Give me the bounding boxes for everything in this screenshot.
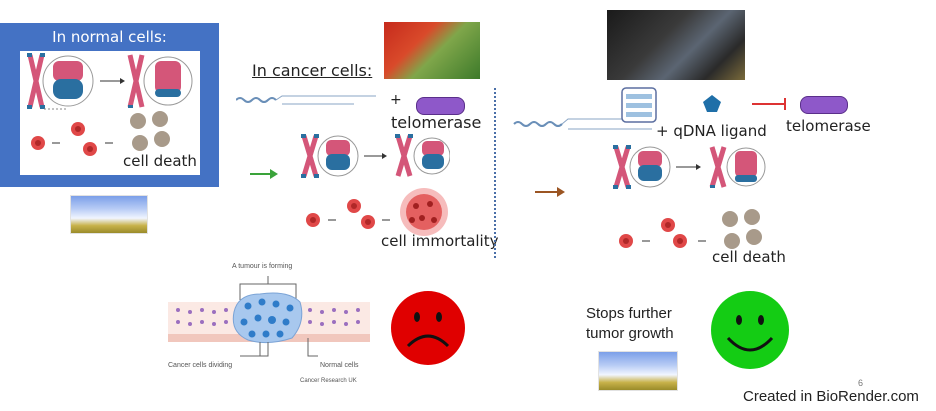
chromosome-icon: [27, 53, 45, 109]
cancer-cells-title: In cancer cells:: [252, 61, 373, 80]
happy-face-icon: [711, 291, 789, 369]
chromosome-icon: [127, 54, 145, 108]
page-number: 6: [858, 378, 864, 388]
dead-cells-icon: [722, 209, 762, 249]
tumour-mass-icon: [400, 188, 448, 236]
telomerase-label: telomerase: [391, 113, 482, 132]
dead-cells-icon: [130, 111, 170, 151]
result-text: Stops further tumor growth: [586, 304, 674, 344]
cancer-cells-dividing-label: Cancer cells dividing: [168, 362, 233, 369]
quadruplex-structure-icon: [621, 87, 657, 123]
treatment-telomere-shortening-graphic: [613, 145, 766, 249]
normal-cells-illustration: [20, 51, 200, 175]
poison-ivy-comic-image: [384, 22, 480, 79]
g-quadruplex-dna-graphic: [513, 87, 657, 130]
treatment-outcome-label: cell death: [712, 248, 786, 266]
normal-telomere-shortening-graphic: [27, 53, 193, 156]
normal-outcome-label: cell death: [123, 152, 197, 170]
green-arrow-icon: [250, 169, 278, 179]
chromosome-icon: [301, 134, 319, 178]
cell-proliferation-sequence: [306, 188, 448, 236]
result-text-line-2: tumor growth: [586, 325, 674, 342]
normal-cells-label: Normal cells: [320, 362, 359, 369]
tumour-title-label: A tumour is forming: [232, 263, 293, 270]
telomere-zoom-long-icon: [42, 55, 94, 110]
city-park-cartoon-image: [70, 195, 148, 234]
batman-comic-image: [607, 10, 745, 80]
telomere-zoom-long-icon: [413, 137, 450, 175]
telomere-dna-strand-graphic: [236, 95, 376, 105]
chromosome-icon: [709, 146, 727, 188]
telomerase-label: telomerase: [786, 117, 871, 135]
cancer-telomere-maintenance-graphic: [301, 134, 450, 236]
telomere-zoom-short-icon: [726, 147, 766, 187]
cell-division-sequence: [619, 209, 762, 249]
chromosome-icon: [613, 145, 631, 189]
city-park-cartoon-image: [598, 351, 678, 391]
telomere-zoom-long-icon: [317, 135, 359, 177]
qdna-ligand-label: + qDNA ligand: [656, 122, 767, 140]
telomerase-enzyme-icon: [800, 96, 848, 114]
ligand-pentagon-icon: [703, 95, 721, 112]
cell-division-sequence: [31, 111, 170, 156]
inhibition-arrow-icon: [752, 98, 786, 110]
telomerase-enzyme-icon: [416, 97, 465, 115]
telomere-zoom-long-icon: [629, 146, 671, 188]
normal-cells-title: In normal cells:: [52, 28, 167, 46]
telomere-zoom-short-icon: [143, 56, 193, 106]
tumour-tissue-illustration: [168, 276, 370, 357]
cancer-outcome-label: cell immortality: [381, 232, 499, 250]
result-text-line-1: Stops further: [586, 305, 672, 322]
section-divider: [494, 88, 496, 258]
chromosome-icon: [395, 134, 413, 177]
arrow-icon: [100, 78, 125, 84]
biorender-credit: Created in BioRender.com: [743, 388, 919, 405]
tumour-cluster-icon: [232, 292, 303, 344]
sad-face-icon: [391, 291, 465, 365]
cancer-research-uk-credit: Cancer Research UK: [300, 378, 357, 384]
brown-arrow-icon: [535, 187, 565, 197]
plus-sign: +: [390, 92, 402, 108]
